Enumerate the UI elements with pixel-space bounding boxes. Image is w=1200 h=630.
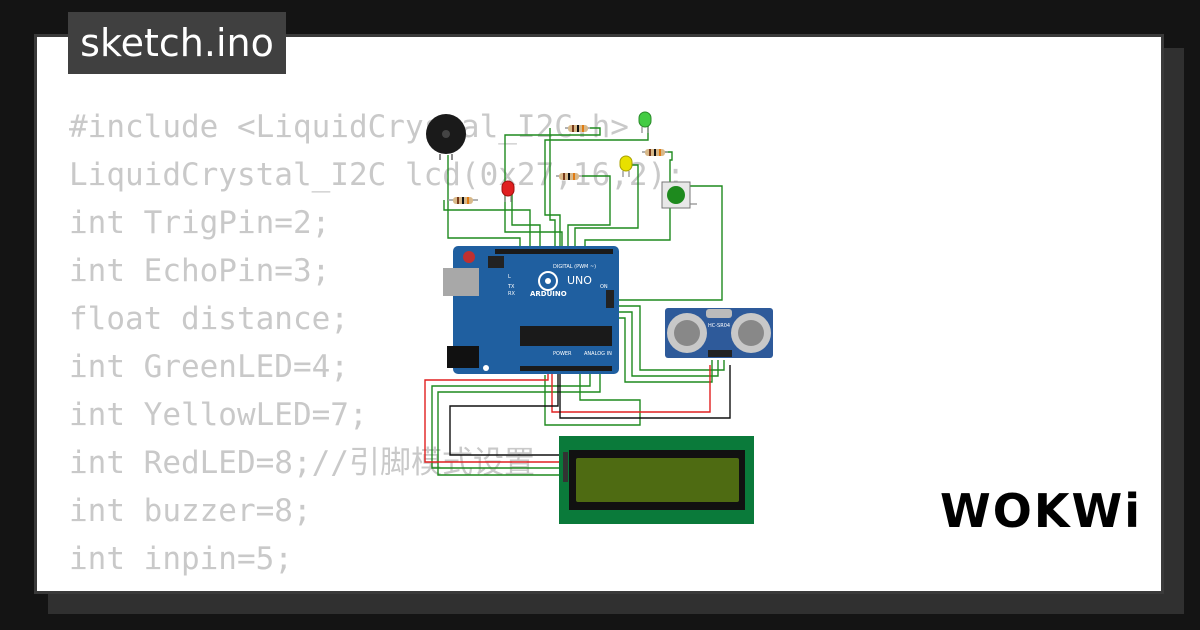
rx-label: RX xyxy=(508,291,515,297)
led-yellow[interactable] xyxy=(619,155,633,177)
arduino-uno-board[interactable]: UNO ARDUINO DIGITAL (PWM ~) ANALOG IN PO… xyxy=(443,246,619,374)
buzzer[interactable] xyxy=(426,114,466,160)
code-line: int GreenLED=4; xyxy=(69,349,349,385)
led-green[interactable] xyxy=(638,111,652,133)
code-line: int TrigPin=2; xyxy=(69,205,331,241)
tx-label: TX xyxy=(507,284,515,290)
code-line: int val; xyxy=(69,583,685,591)
sensor-label: HC-SR04 xyxy=(708,323,730,329)
resistor[interactable] xyxy=(448,197,478,204)
led-red[interactable] xyxy=(501,180,515,202)
wokwi-logo: WOKWi xyxy=(940,484,1142,538)
code-line: int YellowLED=7; xyxy=(69,397,368,433)
resistor[interactable] xyxy=(642,149,668,156)
push-button[interactable] xyxy=(661,181,697,209)
file-tab[interactable]: sketch.ino xyxy=(68,12,286,74)
board-brand: ARDUINO xyxy=(530,290,567,298)
code-line: int RedLED=8;//引脚模式设置 xyxy=(69,445,535,481)
analog-label: ANALOG IN xyxy=(584,351,612,357)
l-label: L xyxy=(508,274,511,280)
digital-label: DIGITAL (PWM ~) xyxy=(553,264,596,270)
resistor[interactable] xyxy=(565,125,590,132)
power-label: POWER xyxy=(553,351,572,357)
ultrasonic-sensor[interactable]: HC-SR04 xyxy=(665,308,773,358)
code-line: int buzzer=8; xyxy=(69,493,312,529)
wires xyxy=(424,117,731,476)
code-line: float distance; xyxy=(69,301,349,337)
lcd-display[interactable] xyxy=(559,436,754,524)
board-name: UNO xyxy=(567,274,592,287)
resistor[interactable] xyxy=(556,173,582,180)
code-line: int EchoPin=3; xyxy=(69,253,331,289)
on-label: ON xyxy=(600,284,608,290)
code-line: int inpin=5; xyxy=(69,541,293,577)
